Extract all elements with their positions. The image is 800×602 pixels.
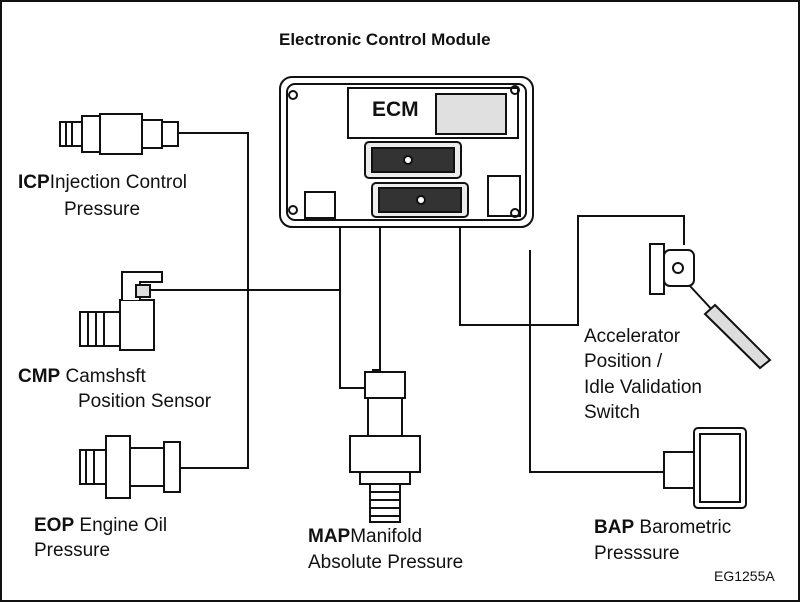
map-abbr: MAP [308, 526, 351, 547]
cmp-abbr: CMP [18, 366, 61, 387]
eop-abbr: EOP [34, 515, 75, 536]
bap-abbr: BAP [594, 517, 635, 538]
cmp-sensor-icon [79, 271, 163, 351]
cmp-label: CMP Camshsft [18, 364, 146, 389]
eop-name-line1: Engine Oil [79, 515, 168, 536]
bap-name-line1: Barometric [639, 517, 732, 538]
icp-sensor-icon [59, 113, 179, 155]
ecm-to-bap-wire [460, 232, 530, 250]
ecm-module [279, 76, 534, 228]
bap-name-line2: Presssure [594, 543, 680, 564]
map-name-line1: Manifold [350, 526, 423, 547]
aps-line3: Idle Validation [584, 377, 702, 398]
map-label: MAPManifold [308, 524, 422, 549]
aps-wire [459, 215, 685, 326]
map-wire [372, 228, 381, 371]
bap-label: BAP Barometric [594, 515, 731, 540]
icp-label: ICPInjection Control [18, 170, 187, 195]
eop-label: EOP Engine Oil [34, 513, 167, 538]
map-name-line2: Absolute Pressure [308, 552, 464, 573]
diagram-title: Electronic Control Module [279, 30, 491, 49]
cmp-name-line2: Position Sensor [78, 391, 212, 412]
icp-abbr: ICP [18, 172, 50, 193]
eop-name-line2: Pressure [34, 540, 111, 561]
cmp-name-line1: Camshsft [65, 366, 146, 387]
aps-line2: Position / [584, 351, 663, 372]
eop-sensor-icon [79, 435, 181, 499]
figure-id: EG1255A [714, 568, 775, 584]
aps-line1: Accelerator [584, 326, 681, 347]
icp-name-line1: Injection Control [49, 172, 187, 193]
icp-wire [178, 132, 249, 469]
accelerator-pedal-icon [649, 243, 772, 370]
ecm-label: ECM [372, 98, 419, 121]
aps-line4: Switch [584, 402, 640, 423]
icp-name-line2: Pressure [64, 199, 141, 220]
map-sensor-icon [349, 371, 421, 523]
bap-wire [529, 250, 675, 473]
map-wire-branch [339, 290, 365, 389]
bap-sensor-icon [663, 427, 747, 509]
cmp-wire [150, 228, 341, 291]
